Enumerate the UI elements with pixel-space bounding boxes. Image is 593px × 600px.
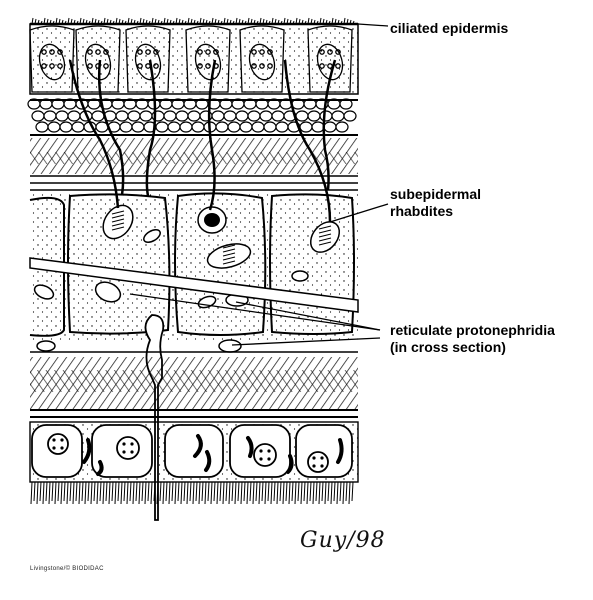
label-protonephridia-line2: (in cross section) [390, 339, 506, 355]
cobble-layer [27, 98, 357, 133]
muscle-layer-lower [30, 351, 358, 418]
label-ciliated-epidermis: ciliated epidermis [390, 20, 509, 36]
ciliated-epidermis-layer [29, 22, 359, 95]
ventral-epidermis-layer [29, 421, 359, 505]
parenchyma-layer [29, 192, 359, 353]
label-rhabdites-line1: subepidermal [390, 186, 482, 202]
label-reticulate-protonephridia: reticulate protonephridia (in cross sect… [390, 322, 555, 356]
label-protonephridia-line1: reticulate protonephridia [390, 322, 555, 338]
nerve-fibers [68, 59, 337, 223]
artist-signature: Guy/98 [300, 528, 386, 553]
credit-line: Livingstone/© BIODIDAC [30, 566, 104, 572]
leader-lines [129, 23, 389, 346]
label-rhabdites-line2: rhabdites [390, 203, 454, 219]
label-subepidermal-rhabdites: subepidermal rhabdites [390, 186, 481, 220]
muscle-layer-upper [30, 138, 358, 191]
